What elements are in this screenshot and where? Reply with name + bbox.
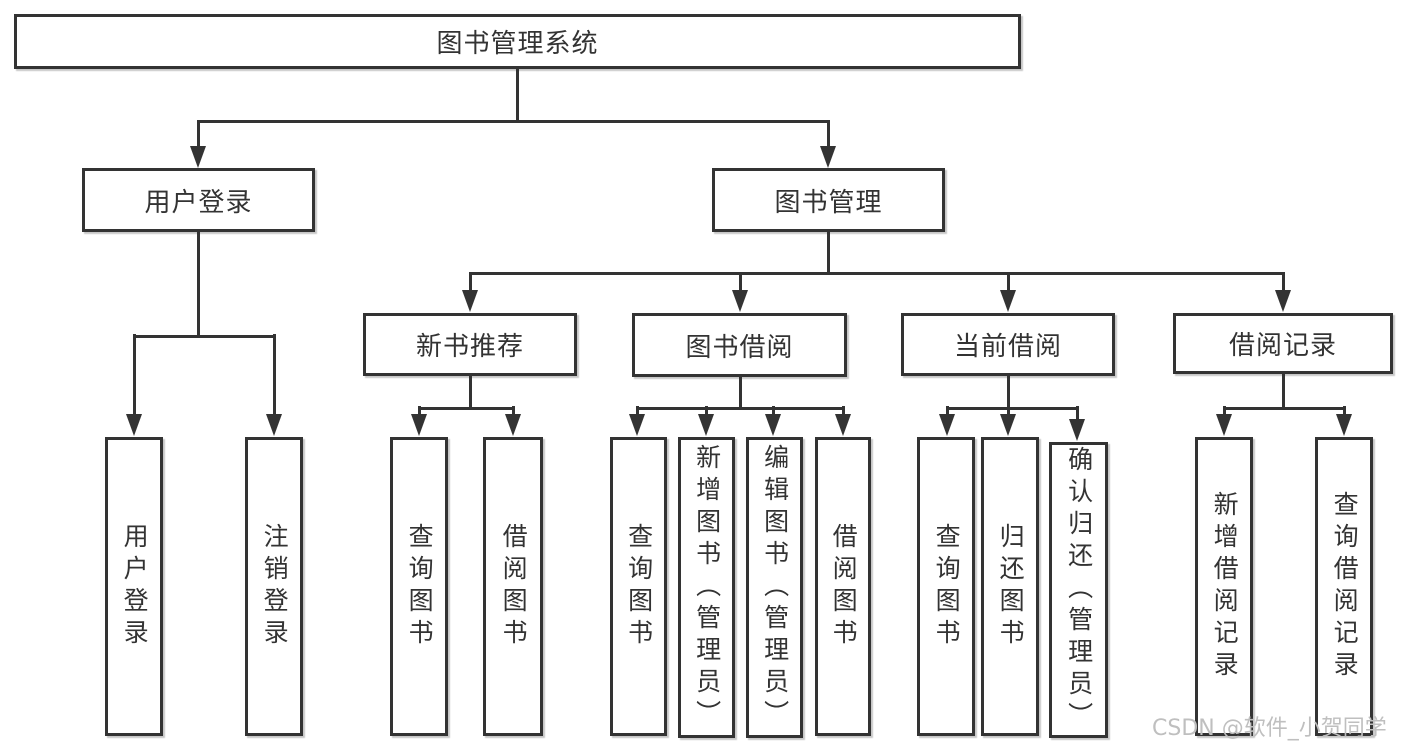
leaf-bb-edit-books-label: 编辑图书（管理员）: [760, 443, 790, 732]
leaf-cb-return-books: 归还图书: [981, 437, 1039, 736]
arrow-down-icon: [462, 290, 478, 312]
connector: [827, 232, 830, 274]
connector: [197, 120, 200, 150]
connector: [419, 407, 513, 410]
arrow-down-icon: [1000, 290, 1016, 312]
leaf-bb-edit-books: 编辑图书（管理员）: [746, 437, 803, 738]
leaf-cb-query-books: 查询图书: [917, 437, 975, 736]
arrow-down-icon: [835, 414, 851, 436]
leaf-cb-query-books-label: 查询图书: [932, 522, 962, 651]
leaf-br-query-record-label: 查询借阅记录: [1330, 490, 1360, 683]
leaf-user-login: 用户登录: [105, 437, 163, 736]
connector: [133, 335, 274, 338]
connector: [469, 272, 472, 294]
connector: [470, 272, 1283, 275]
node-new-book-recommend-label: 新书推荐: [415, 332, 524, 362]
leaf-nb-query-books-label: 查询图书: [405, 522, 435, 651]
connector: [1076, 406, 1079, 423]
arrow-down-icon: [1275, 290, 1291, 312]
leaf-cb-confirm-return: 确认归还（管理员）: [1049, 442, 1108, 738]
arrow-down-icon: [1336, 414, 1352, 436]
connector: [637, 407, 843, 410]
connector: [197, 232, 200, 337]
connector: [1007, 272, 1010, 294]
node-book-management: 图书管理: [712, 168, 945, 232]
connector: [842, 406, 845, 418]
connector: [705, 406, 708, 418]
leaf-bb-add-books: 新增图书（管理员）: [678, 437, 735, 738]
connector: [772, 406, 775, 418]
leaf-user-login-label: 用户登录: [120, 522, 150, 651]
connector: [1282, 272, 1285, 294]
connector: [133, 334, 136, 418]
connector: [1224, 407, 1344, 410]
connector: [946, 406, 949, 418]
arrow-down-icon: [820, 146, 836, 168]
node-current-borrowing-label: 当前借阅: [953, 332, 1062, 362]
leaf-logout: 注销登录: [245, 437, 303, 736]
connector: [947, 407, 1077, 410]
leaf-nb-borrow-books-label: 借阅图书: [499, 522, 529, 651]
arrow-down-icon: [1069, 419, 1085, 441]
connector: [636, 406, 639, 418]
arrow-down-icon: [939, 414, 955, 436]
leaf-br-add-record-label: 新增借阅记录: [1210, 490, 1240, 683]
leaf-bb-query-books: 查询图书: [610, 437, 667, 736]
arrow-down-icon: [190, 146, 206, 168]
leaf-bb-add-books-label: 新增图书（管理员）: [692, 443, 722, 732]
leaf-cb-confirm-return-label: 确认归还（管理员）: [1064, 446, 1094, 734]
leaf-br-add-record: 新增借阅记录: [1195, 437, 1253, 736]
leaf-br-query-record: 查询借阅记录: [1315, 437, 1373, 736]
node-borrowing-records-label: 借阅记录: [1228, 331, 1337, 361]
connector: [198, 120, 828, 123]
leaf-cb-return-books-label: 归还图书: [996, 522, 1026, 651]
node-current-borrowing: 当前借阅: [901, 313, 1115, 376]
node-book-management-label: 图书管理: [774, 187, 883, 218]
connector: [827, 120, 830, 150]
arrow-down-icon: [629, 414, 645, 436]
arrow-down-icon: [411, 414, 427, 436]
node-user-login-label: 用户登录: [144, 187, 253, 218]
arrow-down-icon: [505, 414, 521, 436]
connector: [469, 376, 472, 409]
connector: [1282, 374, 1285, 409]
node-root-label: 图书管理系统: [436, 29, 599, 59]
leaf-bb-query-books-label: 查询图书: [624, 522, 654, 651]
connector: [273, 334, 276, 418]
leaf-nb-borrow-books: 借阅图书: [483, 437, 543, 736]
connector: [1007, 376, 1010, 418]
leaf-nb-query-books: 查询图书: [390, 437, 448, 736]
connector: [418, 406, 421, 418]
node-root: 图书管理系统: [14, 14, 1021, 69]
node-borrowing-records: 借阅记录: [1173, 313, 1393, 374]
connector: [739, 272, 742, 294]
leaf-bb-borrow-books: 借阅图书: [815, 437, 871, 736]
leaf-logout-label: 注销登录: [260, 522, 290, 651]
arrow-down-icon: [1216, 414, 1232, 436]
node-new-book-recommend: 新书推荐: [363, 313, 577, 376]
arrow-down-icon: [732, 290, 748, 312]
arrow-down-icon: [266, 414, 282, 436]
node-book-borrowing: 图书借阅: [632, 313, 847, 377]
connector: [512, 406, 515, 418]
arrow-down-icon: [698, 414, 714, 436]
arrow-down-icon: [765, 414, 781, 436]
connector: [1223, 406, 1226, 418]
connector: [516, 68, 519, 122]
node-book-borrowing-label: 图书借阅: [685, 332, 794, 363]
leaf-bb-borrow-books-label: 借阅图书: [829, 522, 859, 651]
connector: [739, 377, 742, 409]
arrow-down-icon: [1000, 414, 1016, 436]
node-user-login: 用户登录: [82, 168, 315, 232]
csdn-watermark: CSDN @软件_小贺同学: [1152, 716, 1387, 741]
arrow-down-icon: [126, 414, 142, 436]
connector: [1343, 406, 1346, 418]
